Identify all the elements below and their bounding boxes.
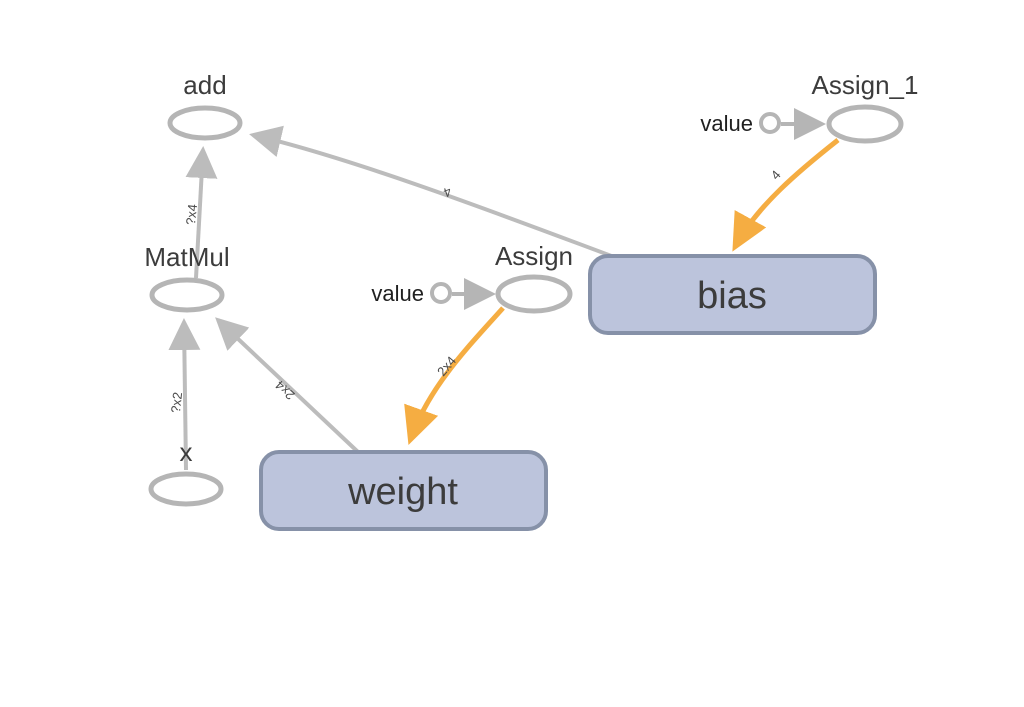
node-bias[interactable]: bias bbox=[588, 254, 877, 335]
edge-label-bias-to-add: 4 bbox=[442, 184, 454, 201]
assign-value-label: value bbox=[371, 281, 424, 306]
edge-bias-to-add[interactable]: 4 bbox=[249, 125, 618, 260]
edge-weight-to-matmul[interactable]: 2x4 bbox=[215, 317, 360, 454]
edge-label-matmul-to-add: ?x4 bbox=[183, 203, 200, 225]
assign-ellipse[interactable] bbox=[495, 274, 573, 314]
assign-label: Assign bbox=[495, 241, 573, 271]
port-assign-1-value[interactable]: value bbox=[700, 111, 781, 136]
x-ellipse[interactable] bbox=[148, 471, 224, 507]
weight-box[interactable] bbox=[259, 450, 548, 531]
edge-assign-1-to-bias[interactable]: 4 bbox=[732, 138, 840, 252]
assign-1-value-label: value bbox=[700, 111, 753, 136]
assign-value-circle[interactable] bbox=[430, 282, 452, 304]
port-assign-value[interactable]: value bbox=[371, 281, 452, 306]
add-label: add bbox=[183, 70, 226, 100]
node-add[interactable]: add bbox=[167, 70, 243, 141]
assign-1-ellipse[interactable] bbox=[826, 104, 904, 144]
assign-1-value-circle[interactable] bbox=[759, 112, 781, 134]
bias-label: bias bbox=[697, 275, 767, 317]
edge-label-assign-1-to-bias: 4 bbox=[768, 167, 784, 182]
edge-label-assign-to-weight: 2x4 bbox=[434, 353, 459, 379]
matmul-label: MatMul bbox=[144, 242, 229, 272]
edge-label-weight-to-matmul: 2x4 bbox=[272, 378, 298, 403]
weight-label: weight bbox=[347, 471, 458, 513]
node-x[interactable]: x bbox=[148, 437, 224, 507]
add-ellipse[interactable] bbox=[167, 105, 243, 141]
node-matmul[interactable]: MatMul bbox=[144, 242, 230, 313]
edge-assign-to-weight[interactable]: 2x4 bbox=[404, 306, 505, 446]
bias-box[interactable] bbox=[588, 254, 877, 335]
node-assign[interactable]: Assign bbox=[495, 241, 573, 314]
matmul-ellipse[interactable] bbox=[149, 277, 225, 313]
x-label: x bbox=[180, 437, 193, 467]
assign-1-label: Assign_1 bbox=[812, 70, 919, 100]
edge-label-x-to-matmul: ?x2 bbox=[168, 391, 185, 413]
node-weight[interactable]: weight bbox=[259, 450, 548, 531]
node-assign-1[interactable]: Assign_1 bbox=[812, 70, 919, 144]
edge-x-to-matmul[interactable]: ?x2 bbox=[168, 318, 201, 471]
edge-matmul-to-add[interactable]: ?x4 bbox=[183, 146, 218, 279]
